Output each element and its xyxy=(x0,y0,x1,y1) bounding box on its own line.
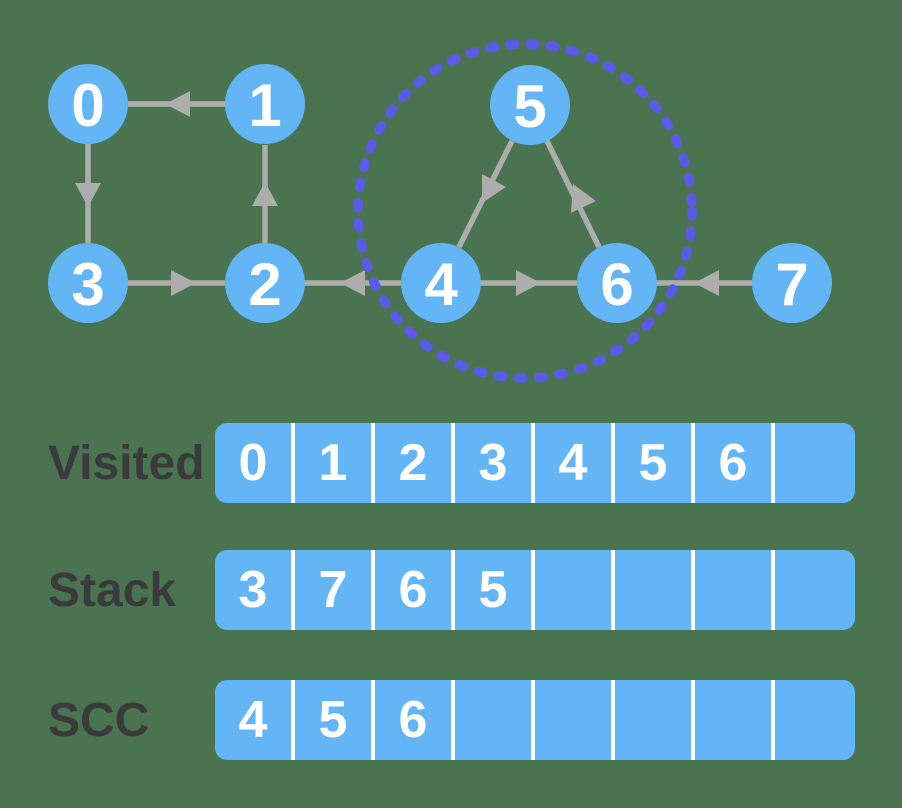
stack-cell-2: 6 xyxy=(375,550,455,630)
visited-cell-1: 1 xyxy=(295,423,375,503)
node-5-circle xyxy=(490,65,570,145)
stack-cell-3: 5 xyxy=(455,550,535,630)
arrowhead-0-to-3 xyxy=(75,183,101,207)
scc-row-label: SCC xyxy=(48,693,150,747)
visited-cell-2: 2 xyxy=(375,423,455,503)
scc-cell-3 xyxy=(455,680,535,760)
node-7: 7 xyxy=(752,243,832,323)
scc-cell-0: 4 xyxy=(215,680,295,760)
stack-row: Stack 3 7 6 5 xyxy=(0,550,855,630)
graph-nodes: 0 1 3 2 5 4 6 7 xyxy=(48,64,832,323)
node-6: 6 xyxy=(577,243,657,323)
scc-cell-7 xyxy=(775,680,855,760)
stack-row-label: Stack xyxy=(48,563,177,617)
node-3-label: 3 xyxy=(71,251,104,318)
visited-cell-4: 4 xyxy=(535,423,615,503)
stack-cell-1: 7 xyxy=(295,550,375,630)
scc-highlight-circle xyxy=(353,39,697,383)
stack-array: 3 7 6 5 xyxy=(215,550,855,630)
node-3-circle xyxy=(48,243,128,323)
node-7-label: 7 xyxy=(775,251,808,318)
arrowhead-4-to-6 xyxy=(516,270,541,296)
visited-cell-5: 5 xyxy=(615,423,695,503)
scc-cell-6 xyxy=(695,680,775,760)
visited-cell-6: 6 xyxy=(695,423,775,503)
node-4-circle xyxy=(401,243,481,323)
arrowhead-1-to-0 xyxy=(165,91,190,117)
arrowhead-2-to-1 xyxy=(252,182,278,206)
node-5: 5 xyxy=(490,65,570,145)
arrowhead-5-to-4 xyxy=(482,174,506,203)
visited-cell-0: 0 xyxy=(215,423,295,503)
stack-cell-7 xyxy=(775,550,855,630)
graph-arrowheads xyxy=(75,91,719,296)
scc-cell-4 xyxy=(535,680,615,760)
stack-cell-0: 3 xyxy=(215,550,295,630)
visited-cell-7 xyxy=(775,423,855,503)
node-2-label: 2 xyxy=(248,251,281,318)
node-6-circle xyxy=(577,243,657,323)
node-1: 1 xyxy=(225,64,305,144)
node-5-label: 5 xyxy=(513,73,546,140)
node-0: 0 xyxy=(48,64,128,144)
stack-cell-5 xyxy=(615,550,695,630)
scc-array: 4 5 6 xyxy=(215,680,855,760)
visited-cell-3: 3 xyxy=(455,423,535,503)
visited-row-label: Visited xyxy=(48,436,205,490)
node-2: 2 xyxy=(225,243,305,323)
scc-cell-5 xyxy=(615,680,695,760)
scc-cell-1: 5 xyxy=(295,680,375,760)
arrowhead-7-to-6 xyxy=(694,270,719,296)
scc-cell-2: 6 xyxy=(375,680,455,760)
node-0-label: 0 xyxy=(71,72,104,139)
stack-cell-4 xyxy=(535,550,615,630)
visited-row: Visited 0 1 2 3 4 5 6 xyxy=(0,423,855,503)
node-2-circle xyxy=(225,243,305,323)
node-4-label: 4 xyxy=(424,251,458,318)
node-0-circle xyxy=(48,64,128,144)
visited-array: 0 1 2 3 4 5 6 xyxy=(215,423,855,503)
scc-row: SCC 4 5 6 xyxy=(0,680,855,760)
stack-cell-6 xyxy=(695,550,775,630)
arrowhead-4-to-2 xyxy=(340,270,365,296)
node-1-label: 1 xyxy=(248,72,281,139)
graph-diagram: 0 1 3 2 5 4 6 7 xyxy=(48,39,832,383)
node-6-label: 6 xyxy=(600,251,633,318)
node-7-circle xyxy=(752,243,832,323)
arrowhead-3-to-2 xyxy=(171,270,196,296)
node-1-circle xyxy=(225,64,305,144)
node-4: 4 xyxy=(401,243,481,323)
node-3: 3 xyxy=(48,243,128,323)
arrowhead-6-to-5 xyxy=(571,184,596,213)
